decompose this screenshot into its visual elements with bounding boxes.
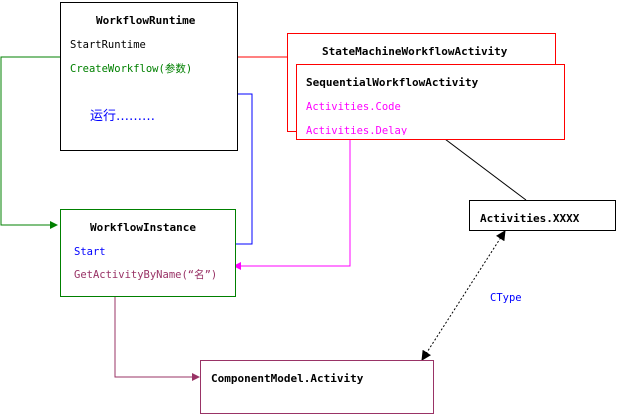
run-item: 运行………	[90, 109, 156, 124]
activities-xxxx-title: Activities.XXXX	[480, 212, 580, 225]
sequential-title: SequentialWorkflowActivity	[306, 76, 479, 89]
edge-createworkflow-to-instance	[0, 56, 60, 229]
component-model-title: ComponentModel.Activity	[211, 372, 364, 385]
workflow-runtime-box[interactable]	[60, 2, 238, 151]
workflow-runtime-title: WorkflowRuntime	[96, 14, 196, 27]
ctype-edge-label: CType	[490, 292, 522, 304]
edge-xxxx-componentmodel-ctype	[421, 230, 506, 361]
start-runtime-item: StartRuntime	[70, 39, 146, 51]
sequential-box[interactable]	[296, 64, 565, 140]
workflow-instance-title: WorkflowInstance	[90, 221, 196, 234]
activities-code-item: Activities.Code	[306, 101, 401, 113]
create-workflow-item: CreateWorkflow(参数)	[70, 63, 193, 75]
instance-start-item: Start	[74, 246, 106, 258]
edge-instance-to-componentmodel	[114, 297, 200, 381]
edge-delay-to-getactivity	[233, 140, 351, 270]
get-activity-by-name-item: GetActivityByName(“名”)	[74, 269, 218, 281]
component-model-box[interactable]	[200, 360, 434, 414]
activities-delay-item: Activities.Delay	[306, 125, 408, 135]
workflow-instance-box[interactable]	[60, 209, 236, 297]
state-machine-title: StateMachineWorkflowActivity	[322, 45, 508, 58]
activities-xxxx-box[interactable]	[469, 200, 616, 231]
